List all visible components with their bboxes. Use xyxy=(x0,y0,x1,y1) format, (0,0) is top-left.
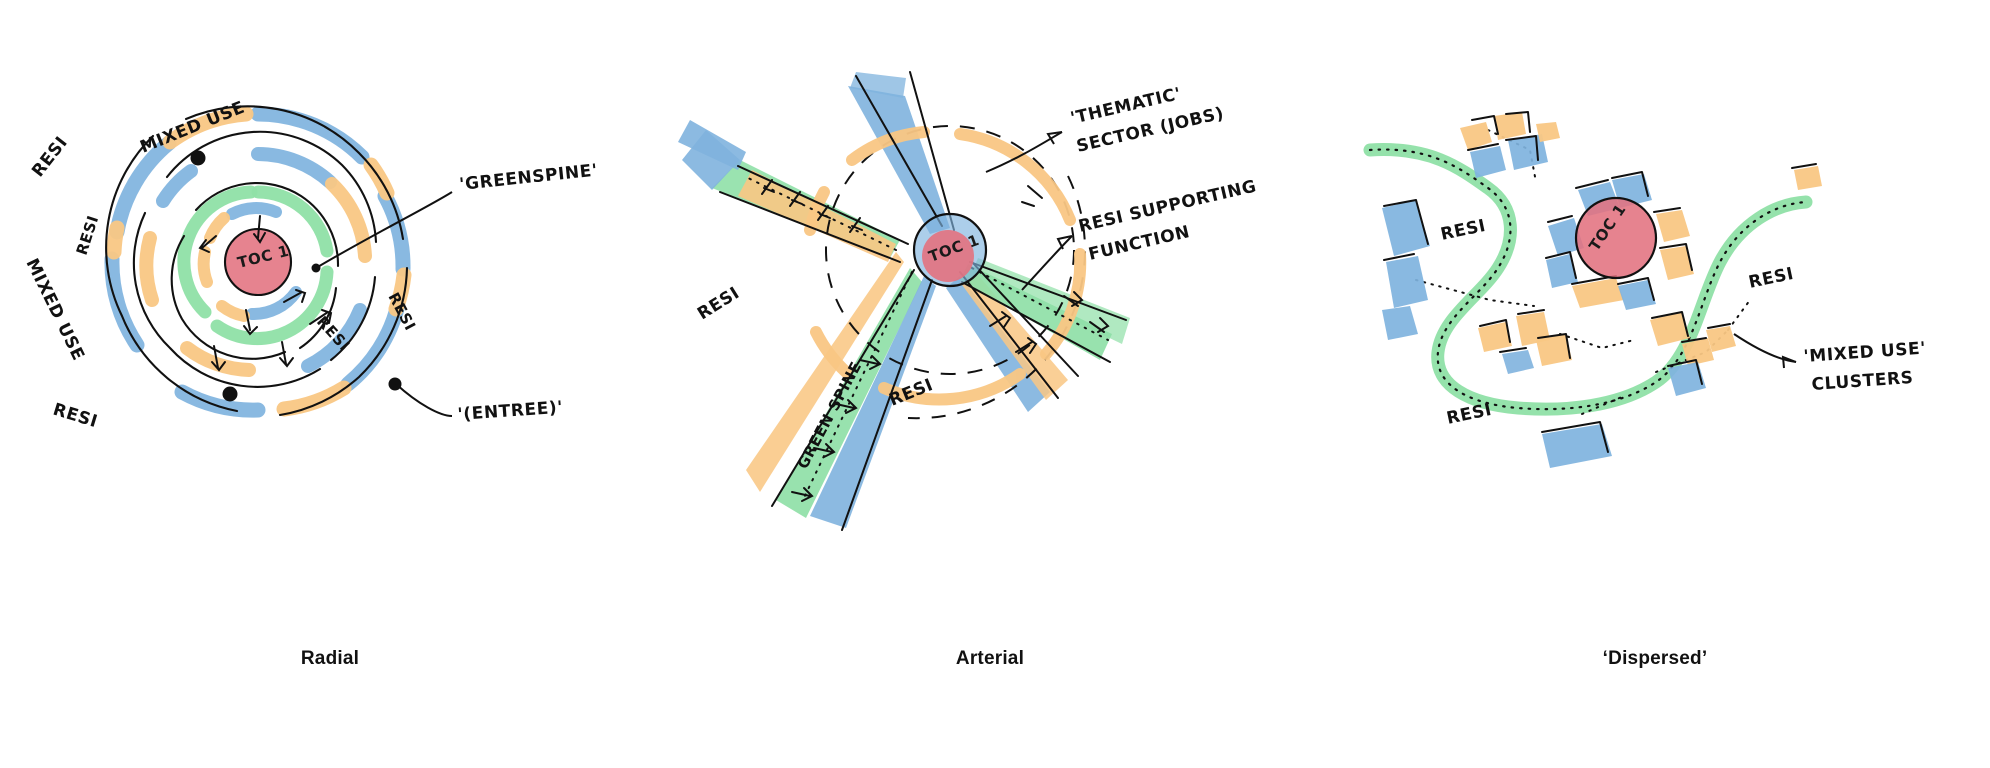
arterial-resi-support-leader xyxy=(1021,235,1073,291)
caption-dispersed: ‘Dispersed’ xyxy=(1602,648,1708,669)
arterial-resi-support-arrowhead xyxy=(1056,235,1073,250)
dispersed-green-spine-dots xyxy=(1368,148,1808,411)
arterial-diagram: TOC 1 'THEMATIC' SECTOR (JOBS) RESI SUPP… xyxy=(678,71,1259,531)
arterial-wedge-greenspine xyxy=(776,268,922,518)
arterial-wedge-east-green xyxy=(960,264,1112,360)
arterial-thematic-arrowhead xyxy=(1046,131,1063,145)
arterial-toc-core xyxy=(912,212,988,288)
radial-connector-ticks xyxy=(198,215,333,372)
radial-annotation-entree: '(ENTREE)' xyxy=(457,398,564,425)
radial-ring-outlines xyxy=(105,105,409,417)
dispersed-label-resi-upper-left: RESI xyxy=(1439,216,1488,245)
radial-annotation-greenspine: 'GREENSPINE' xyxy=(458,161,598,195)
arterial-dashed-ring-inner xyxy=(825,125,1075,375)
radial-entree-node-1 xyxy=(190,150,206,166)
radial-greenspine-ring xyxy=(177,185,334,346)
dispersed-annotation-clusters-line1: 'MIXED USE' xyxy=(1803,338,1927,367)
dispersed-label-resi-right: RESI xyxy=(1747,264,1796,293)
arterial-ink-outlines xyxy=(719,71,1127,531)
radial-inner-band-group xyxy=(197,202,302,322)
caption-arterial: Arterial xyxy=(955,648,1025,669)
radial-label-resi-3: RESI xyxy=(51,400,101,432)
radial-entree-node-3 xyxy=(388,377,402,391)
arterial-label-resi-left: RESI xyxy=(694,283,743,324)
dispersed-clusters xyxy=(1382,112,1822,468)
radial-label-resi-2: RESI xyxy=(73,213,103,257)
radial-label-mixed-use-top: MIXED USE xyxy=(137,97,247,157)
radial-greenspine-anchor xyxy=(311,263,321,273)
panel-arterial: TOC 1 'THEMATIC' SECTOR (JOBS) RESI SUPP… xyxy=(660,0,1320,768)
dispersed-label-resi-lower-left: RESI xyxy=(1445,400,1494,429)
arterial-dotted-spines xyxy=(743,175,1109,503)
arterial-thematic-leader xyxy=(985,131,1063,173)
dispersed-clusters-arrowhead xyxy=(1781,355,1797,369)
radial-label-resi-1: RESI xyxy=(28,133,72,181)
caption-radial: Radial xyxy=(300,648,360,669)
radial-entree-leader xyxy=(395,383,453,417)
arterial-corridor-ticks xyxy=(761,179,1110,502)
dispersed-diagram: TOC 1 RESI RESI RESI 'MIXED USE' CLUSTER… xyxy=(1363,111,1927,468)
arterial-orange-ring xyxy=(804,126,1087,406)
panel-radial: TOC 1 RESI MIXED USE RESI MIXED USE RESI… xyxy=(0,0,660,768)
radial-entree-node-2 xyxy=(222,386,238,402)
dispersed-annotation-clusters-line2: CLUSTERS xyxy=(1811,368,1914,395)
radial-greenspine-leader xyxy=(315,191,453,269)
dispersed-toc-core xyxy=(1574,196,1658,280)
panel-dispersed: TOC 1 RESI RESI RESI 'MIXED USE' CLUSTER… xyxy=(1320,0,1990,768)
radial-label-mixed-use-left: MIXED USE xyxy=(22,255,89,364)
radial-diagram: TOC 1 RESI MIXED USE RESI MIXED USE RESI… xyxy=(22,97,599,432)
